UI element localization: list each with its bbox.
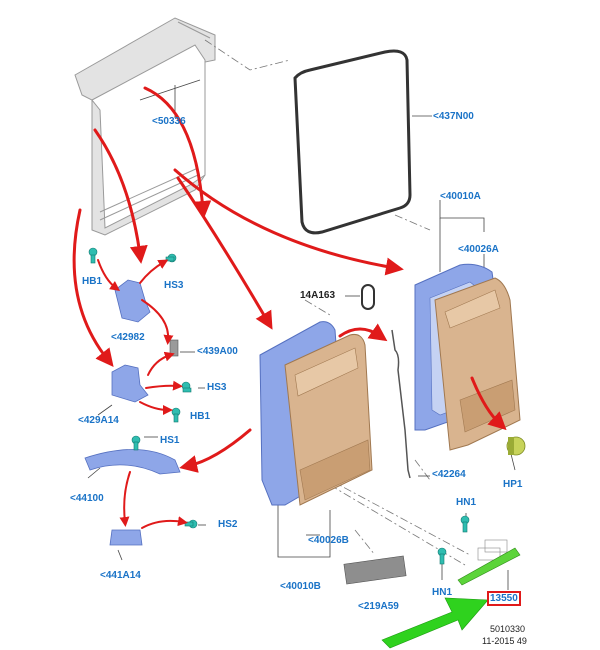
label-42982[interactable]: <42982 bbox=[111, 332, 145, 343]
label-219a59[interactable]: <219A59 bbox=[358, 601, 399, 612]
label-42264[interactable]: <42264 bbox=[432, 469, 466, 480]
label-hn1-top[interactable]: HN1 bbox=[456, 497, 477, 508]
label-40010b[interactable]: <40010B bbox=[280, 581, 321, 592]
bumper-hp1 bbox=[506, 436, 526, 456]
date-code: 11-2015 49 bbox=[482, 636, 527, 646]
small-arrows bbox=[97, 259, 188, 529]
plate-219a59 bbox=[343, 555, 407, 585]
label-439a00[interactable]: <439A00 bbox=[197, 346, 238, 357]
wiring-harness bbox=[391, 329, 411, 479]
grommet-14a163 bbox=[361, 284, 375, 310]
label-40026b[interactable]: <40026B bbox=[308, 535, 349, 546]
drawing-number: 5010330 bbox=[490, 624, 526, 634]
label-437n00[interactable]: <437N00 bbox=[433, 111, 474, 122]
right-door bbox=[414, 263, 521, 451]
label-429a14[interactable]: <429A14 bbox=[78, 415, 119, 426]
label-14a163[interactable]: 14A163 bbox=[300, 290, 336, 301]
leader-lines bbox=[87, 79, 516, 590]
label-hs3-top[interactable]: HS3 bbox=[164, 280, 184, 291]
label-44100[interactable]: <44100 bbox=[70, 493, 104, 504]
label-441a14[interactable]: <441A14 bbox=[100, 570, 141, 581]
part-13550 bbox=[457, 539, 521, 586]
assembly-arrows bbox=[72, 86, 507, 473]
check-strap-439a00 bbox=[169, 339, 179, 357]
label-hs2[interactable]: HS2 bbox=[218, 519, 238, 530]
label-hb1-top[interactable]: HB1 bbox=[82, 276, 103, 287]
label-50336[interactable]: <50336 bbox=[152, 116, 186, 127]
label-hb1-mid[interactable]: HB1 bbox=[190, 411, 211, 422]
weatherstrip-seal bbox=[293, 49, 412, 235]
label-hs3-mid[interactable]: HS3 bbox=[207, 382, 227, 393]
highlight-arrow bbox=[381, 597, 489, 649]
label-40010a[interactable]: <40010A bbox=[440, 191, 481, 202]
label-hs1[interactable]: HS1 bbox=[160, 435, 180, 446]
label-40026a[interactable]: <40026A bbox=[458, 244, 499, 255]
hinge-parts bbox=[84, 279, 181, 546]
label-hn1-bottom[interactable]: HN1 bbox=[432, 587, 453, 598]
label-13550-highlighted[interactable]: 13550 bbox=[487, 591, 521, 606]
body-frame bbox=[74, 17, 216, 236]
left-door bbox=[259, 321, 373, 506]
label-hp1[interactable]: HP1 bbox=[503, 479, 523, 490]
